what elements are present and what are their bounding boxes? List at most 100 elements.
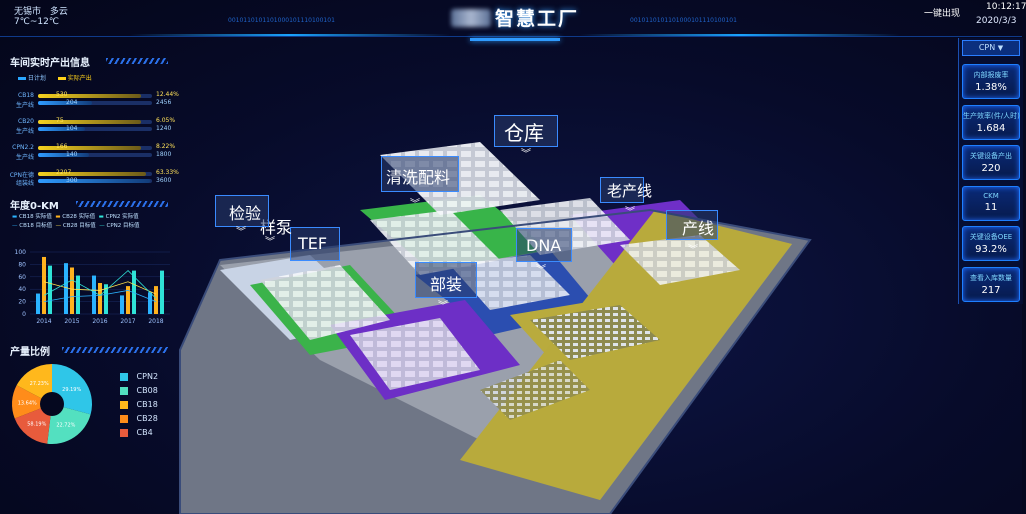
- metric-card[interactable]: 关键设备OEE 93.2%: [962, 226, 1020, 261]
- label-cleaning[interactable]: 清洗配料: [386, 168, 451, 187]
- x-tick-label: 2018: [148, 318, 163, 325]
- y-tick-label: 20: [18, 299, 26, 306]
- legend-swatch: [120, 414, 128, 423]
- percent-value: 12.44%: [156, 91, 179, 98]
- x-tick-label: 2016: [92, 318, 107, 325]
- legend-actual: 实际产出: [67, 75, 92, 82]
- header-divider: [0, 36, 1022, 37]
- legend-label: CPN2: [136, 372, 159, 381]
- label-warehouse[interactable]: 仓库: [504, 121, 544, 145]
- equipment-rows: [530, 305, 660, 360]
- metric-value: 220: [981, 163, 1001, 174]
- metric-label: CKM: [983, 191, 999, 200]
- bar: [120, 295, 124, 314]
- plan-bar: [38, 172, 146, 176]
- bar: [64, 263, 68, 314]
- metric-card[interactable]: 内部报废率 1.38%: [962, 64, 1020, 99]
- pie-slice: [11, 385, 52, 419]
- metric-label: 关键设备产出: [970, 152, 1012, 160]
- chevron-down-icon: ︾: [236, 227, 246, 238]
- output-pie-chart: 29.19%22.72%58.19%13.64%27.23%: [11, 364, 92, 444]
- actual-bar: [38, 101, 92, 105]
- weather: 多云: [49, 7, 68, 17]
- label-box-assembly: [415, 262, 477, 298]
- label-dna[interactable]: DNA: [526, 236, 562, 255]
- label-assembly[interactable]: 部装: [430, 275, 463, 294]
- plan-value: 166: [56, 143, 68, 150]
- total-value: 2456: [156, 99, 172, 106]
- metric-card[interactable]: 查看入库数量 217: [962, 266, 1020, 302]
- legend-swatch: [120, 372, 128, 381]
- y-tick-label: 0: [22, 311, 26, 318]
- row-subname: 生产线: [15, 154, 34, 161]
- chevron-down-icon: ▼: [997, 44, 1004, 52]
- bar: [48, 265, 52, 314]
- factory-3d-map[interactable]: [179, 60, 970, 514]
- y-tick-label: 80: [18, 261, 26, 268]
- chevron-down-icon: ︾: [410, 199, 420, 210]
- line-selector[interactable]: CPN ▼: [962, 40, 1020, 56]
- bar: [76, 275, 80, 314]
- total-value: 1240: [156, 125, 172, 132]
- zone-yellow-big: [460, 210, 792, 500]
- label-tef[interactable]: TEF: [298, 234, 328, 253]
- pie-slice: [14, 404, 52, 444]
- legend-swatch-plan: [18, 77, 26, 80]
- actual-bar: [38, 127, 85, 131]
- metric-value: 93.2%: [975, 244, 1007, 255]
- legend-swatch: [120, 400, 128, 409]
- metric-card[interactable]: 关键设备产出 220: [962, 145, 1020, 180]
- bar: [126, 286, 130, 314]
- metric-value: 217: [981, 284, 1001, 296]
- label-box-tef: [290, 227, 340, 261]
- buildings-assembly: [350, 318, 480, 390]
- actual-value: 204: [66, 99, 78, 106]
- label-box-dna: [516, 228, 572, 262]
- legend-label: CB4: [136, 428, 153, 437]
- plan-bar: [38, 146, 141, 150]
- row-name: CPN在德: [9, 172, 34, 179]
- chevron-down-icon: ︾: [521, 149, 531, 160]
- x-tick-label: 2014: [36, 318, 51, 325]
- ratio-title: 产量比例: [10, 347, 50, 358]
- legend-label: CB18: [136, 400, 158, 409]
- metric-label: 生产效率(件/人时): [963, 111, 1020, 120]
- legend-item: CPN2: [120, 372, 158, 386]
- temperature: 7℃~12℃: [14, 17, 59, 27]
- label-line[interactable]: 产线: [682, 219, 715, 238]
- row-subname: 生产线: [15, 102, 34, 109]
- annual-title: 年度0-KM: [10, 201, 59, 212]
- bar: [42, 256, 46, 314]
- workshop-title: 车间实时产出信息: [10, 58, 90, 69]
- legend-item: CB08: [120, 386, 158, 400]
- slice-label: 22.72%: [56, 423, 75, 429]
- label-old-line[interactable]: 老产线: [607, 182, 653, 200]
- percent-value: 6.05%: [156, 117, 176, 124]
- buildings-dna: [450, 255, 570, 310]
- actual-bar-track: [38, 153, 152, 157]
- weather-location: 无锡市 多云: [14, 4, 68, 17]
- buildings-line: [620, 235, 740, 285]
- chevron-down-icon: ︾: [265, 237, 275, 248]
- page-title: 智慧工厂: [430, 4, 600, 34]
- metric-card[interactable]: 生产效率(件/人时) 1.684: [962, 104, 1020, 140]
- selector-value: CPN: [978, 43, 996, 52]
- bar: [36, 293, 40, 314]
- equipment-rows: [480, 360, 590, 420]
- target-line: [43, 270, 157, 299]
- slice-label: 58.19%: [27, 422, 46, 428]
- y-tick-label: 40: [18, 286, 26, 293]
- label-box-cleaning: [381, 156, 459, 192]
- actual-bar-track: [38, 127, 152, 131]
- metric-card[interactable]: CKM 11: [962, 185, 1020, 221]
- title-slashes: [106, 58, 168, 64]
- bar: [98, 283, 102, 314]
- pie-legend: CPN2 CB08 CB18 CB28 CB4: [120, 372, 158, 442]
- title-slashes: [62, 347, 168, 353]
- one-click-button[interactable]: 一键出现: [924, 9, 961, 19]
- label-box-line: [666, 210, 718, 240]
- chevron-down-icon: ︾: [438, 301, 448, 312]
- pie-hole: [40, 392, 64, 416]
- label-inspection[interactable]: 检验: [229, 204, 262, 223]
- title-underline: [470, 38, 560, 41]
